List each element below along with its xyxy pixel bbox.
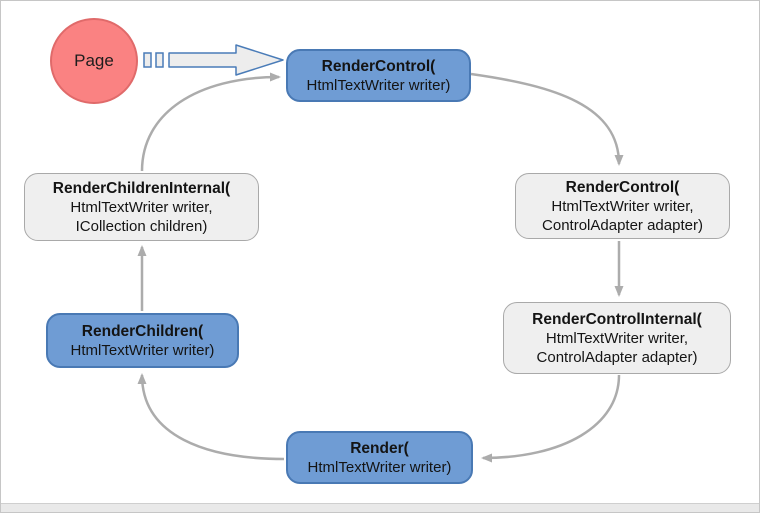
- node-render-control-internal: RenderControlInternal( HtmlTextWriter wr…: [503, 302, 731, 374]
- node-title: RenderChildren(: [81, 322, 204, 340]
- node-param: HtmlTextWriter writer): [70, 341, 215, 359]
- arrow-render-to-renderchildren: [137, 373, 285, 461]
- node-title: RenderControlInternal(: [532, 310, 702, 328]
- arrow-childreninternal-to-rendercontrol: [140, 72, 281, 172]
- node-render-control-adapter: RenderControl( HtmlTextWriter writer, Co…: [515, 173, 730, 239]
- node-title: RenderControl(: [321, 57, 436, 75]
- node-render-children: RenderChildren( HtmlTextWriter writer): [46, 313, 239, 368]
- node-title: RenderControl(: [565, 178, 680, 196]
- node-param: HtmlTextWriter writer,: [545, 329, 689, 347]
- arrow-internal-to-render: [481, 374, 621, 463]
- node-param: ControlAdapter adapter): [536, 348, 698, 366]
- node-param: HtmlTextWriter writer): [307, 458, 452, 476]
- node-param: HtmlTextWriter writer): [306, 76, 451, 94]
- connector-layer: [137, 44, 624, 463]
- arrow-rendercontrol-to-adapter: [470, 72, 624, 166]
- node-param: ControlAdapter adapter): [542, 216, 703, 234]
- diagram-canvas: Page RenderControl( HtmlTextWriter write…: [1, 1, 759, 503]
- node-title: RenderChildrenInternal(: [52, 179, 231, 197]
- node-param: HtmlTextWriter writer,: [551, 197, 694, 215]
- bottom-edge-strip: [1, 503, 759, 512]
- node-render-children-internal: RenderChildrenInternal( HtmlTextWriter w…: [24, 173, 259, 241]
- node-render-control: RenderControl( HtmlTextWriter writer): [286, 49, 471, 102]
- node-title: Render(: [350, 439, 409, 457]
- node-page: Page: [50, 18, 138, 104]
- node-page-label: Page: [74, 51, 114, 70]
- node-param: ICollection children): [75, 217, 208, 235]
- page-block-arrow: [143, 44, 284, 76]
- node-param: HtmlTextWriter writer,: [70, 198, 213, 216]
- node-render: Render( HtmlTextWriter writer): [286, 431, 473, 484]
